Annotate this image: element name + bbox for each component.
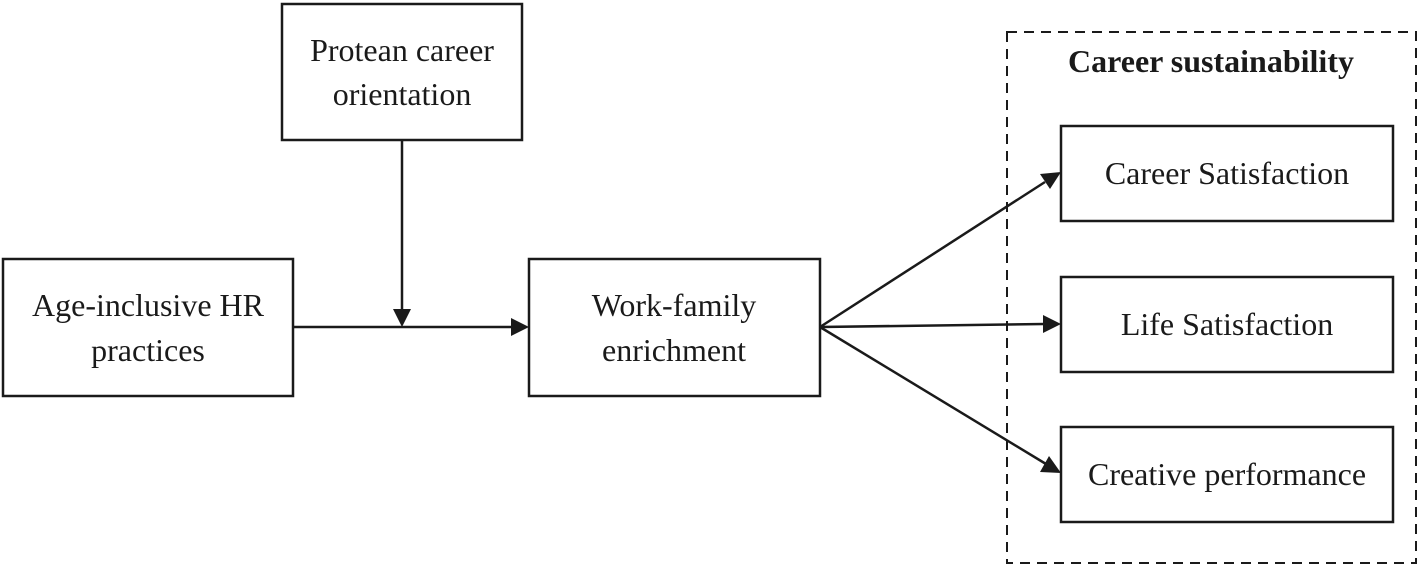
edge-protean-moderation-arrowhead [393, 309, 411, 327]
edge-wfe-to-creative-performance-arrowhead [1040, 456, 1061, 473]
age-inclusive-hr-practices-box [1, 257, 295, 398]
node-career-satisfaction: Career Satisfaction [1059, 124, 1395, 223]
edge-wfe-to-creative-performance-line [819, 325, 1047, 466]
edge-hr-to-wfe [293, 318, 529, 336]
creative-performance-label: Creative performance [1088, 456, 1366, 492]
career-sustainability-group: Career sustainability [1006, 31, 1417, 564]
edge-wfe-to-creative-performance [819, 325, 1061, 473]
edge-protean-moderation [393, 140, 411, 327]
career-satisfaction-box [1059, 124, 1395, 223]
work-family-enrichment-box [527, 257, 822, 398]
edge-wfe-to-life-satisfaction-arrowhead [1043, 315, 1061, 333]
edge-wfe-to-life-satisfaction-line [819, 322, 1045, 329]
creative-performance-box [1059, 425, 1395, 524]
life-satisfaction-box [1059, 275, 1395, 374]
node-creative-performance: Creative performance [1059, 425, 1395, 524]
work-family-enrichment-label-line1: Work-family [592, 287, 756, 323]
protean-career-orientation-label-line1: Protean career [310, 32, 494, 68]
node-protean-career-orientation: Protean career orientation [280, 2, 524, 142]
career-satisfaction-label: Career Satisfaction [1105, 155, 1349, 191]
node-life-satisfaction: Life Satisfaction [1059, 275, 1395, 374]
edge-hr-to-wfe-arrowhead [511, 318, 529, 336]
edge-wfe-to-career-satisfaction-arrowhead [1040, 172, 1061, 189]
edge-wfe-to-career-satisfaction [819, 172, 1061, 329]
career-sustainability-container [1006, 31, 1417, 564]
age-inclusive-hr-practices-label-line1: Age-inclusive HR [32, 287, 265, 323]
protean-career-orientation-box [280, 2, 524, 142]
age-inclusive-hr-practices-label-line2: practices [91, 332, 205, 368]
node-age-inclusive-hr-practices: Age-inclusive HR practices [1, 257, 295, 398]
edge-wfe-to-career-satisfaction-line [819, 180, 1046, 329]
edge-wfe-to-life-satisfaction [819, 315, 1061, 333]
career-sustainability-title: Career sustainability [1068, 43, 1354, 79]
life-satisfaction-label: Life Satisfaction [1121, 306, 1333, 342]
work-family-enrichment-label-line2: enrichment [602, 332, 746, 368]
node-work-family-enrichment: Work-family enrichment [527, 257, 822, 398]
protean-career-orientation-label-line2: orientation [333, 76, 472, 112]
